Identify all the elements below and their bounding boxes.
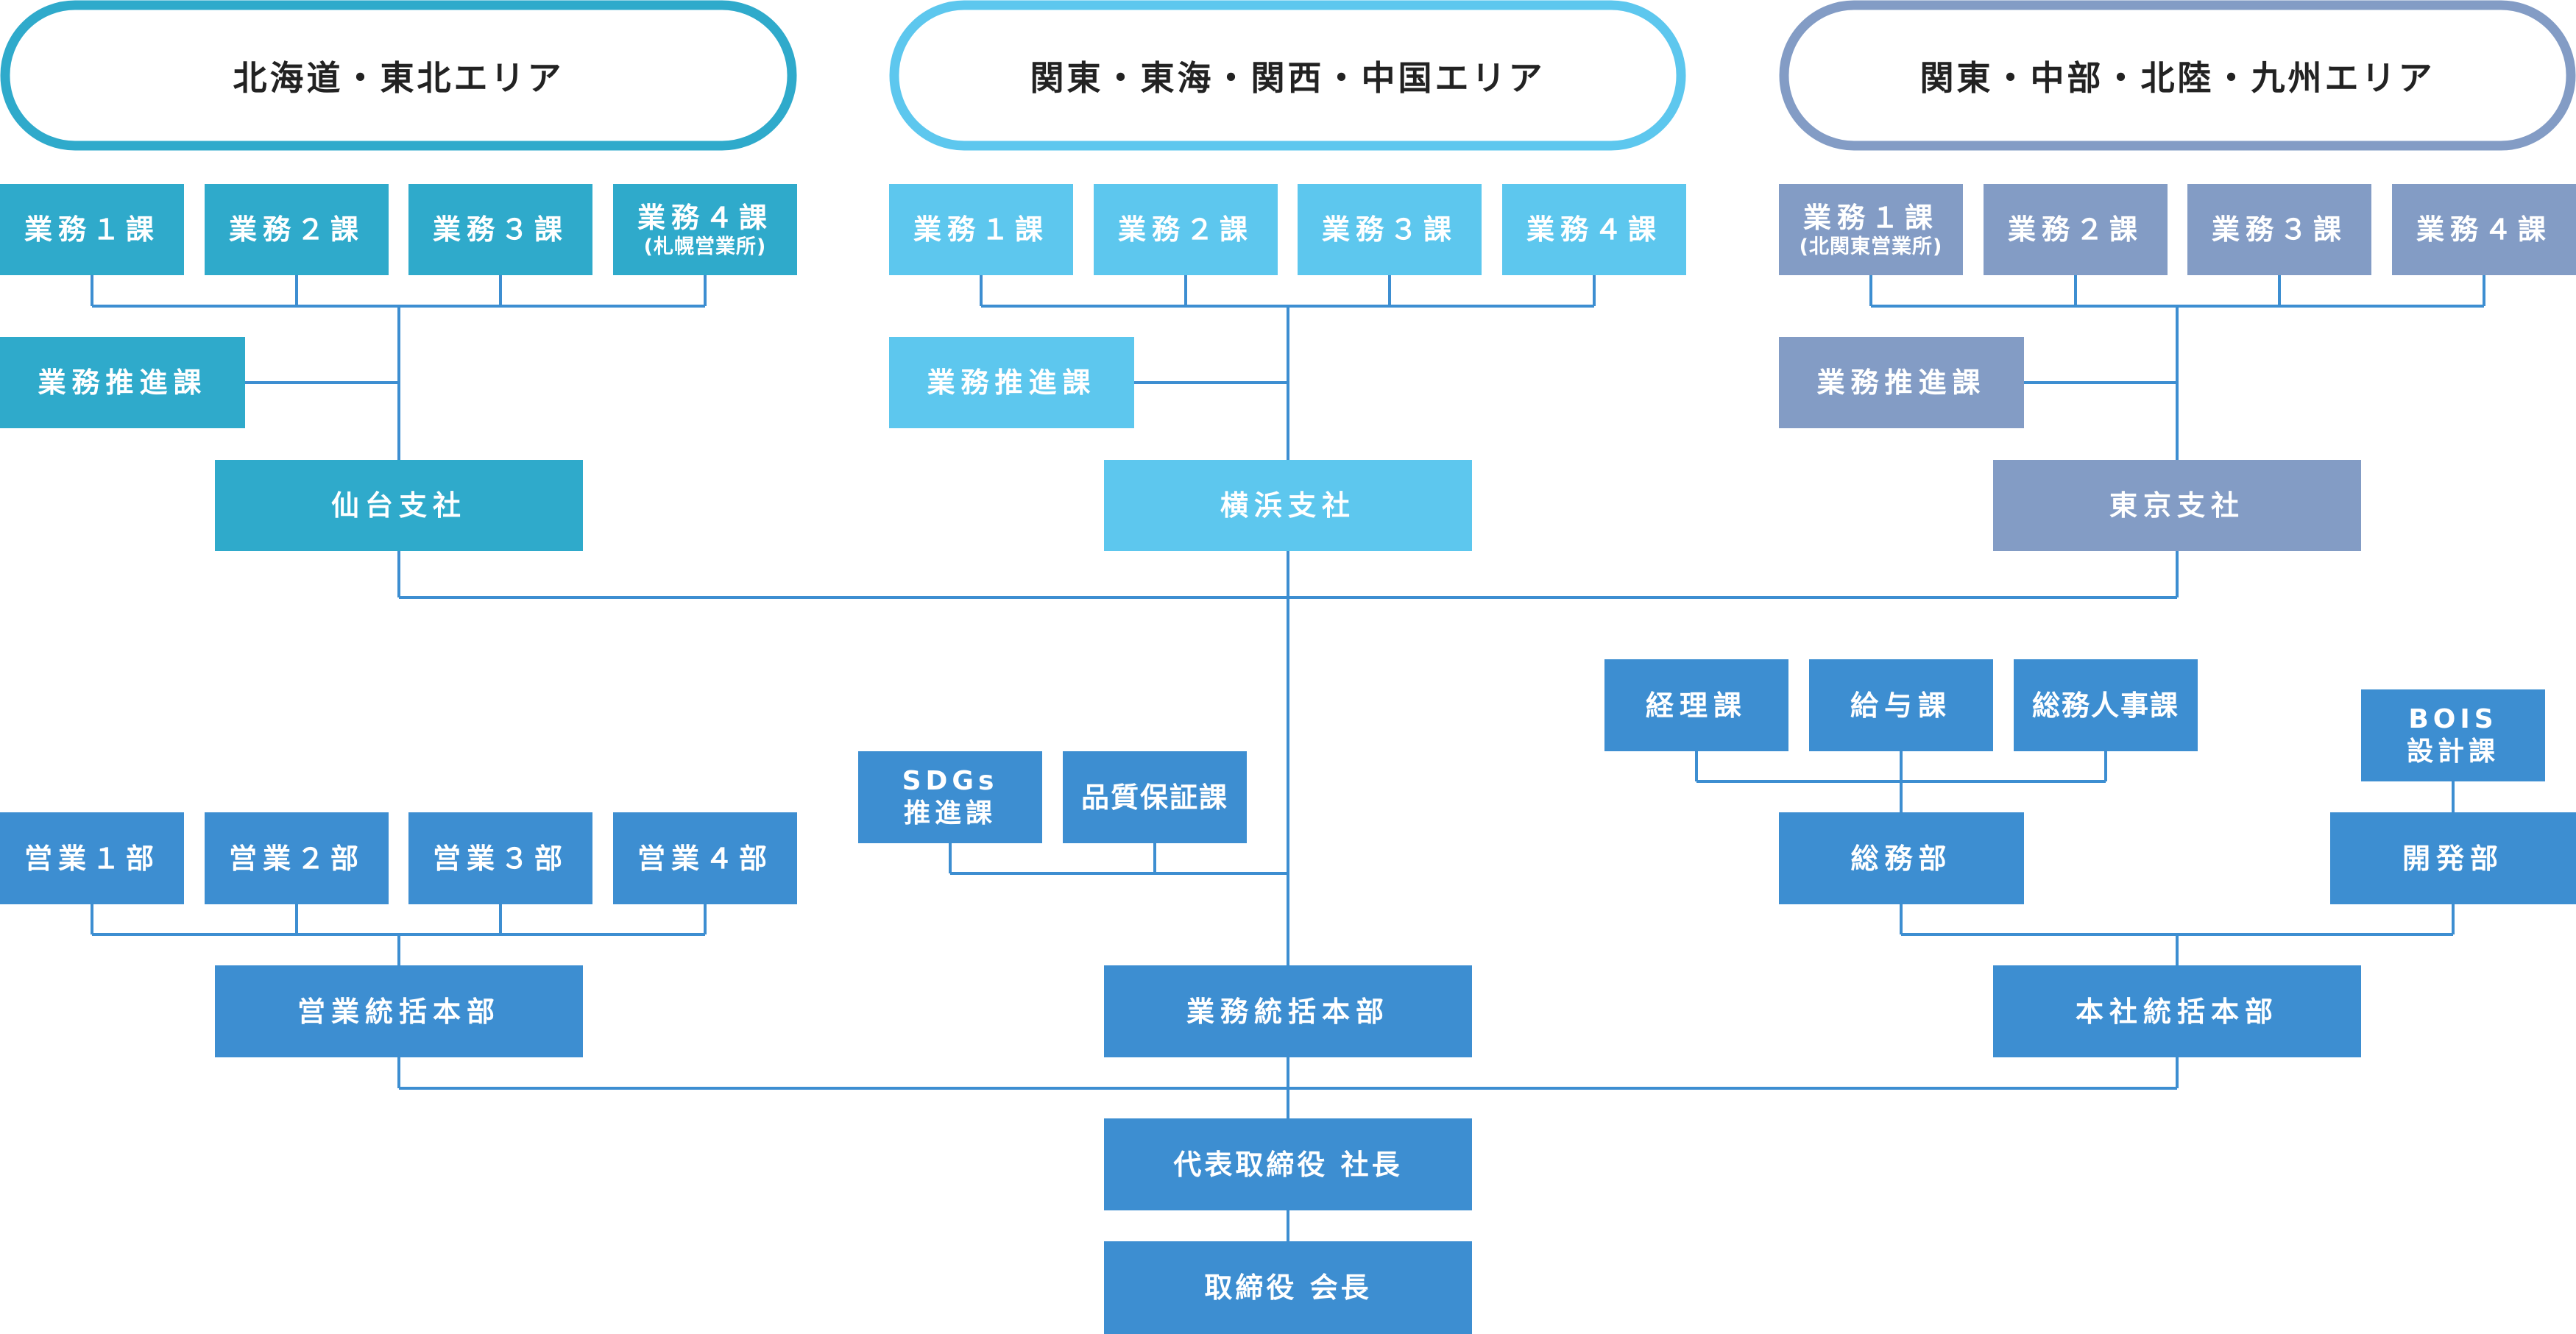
yokohama-branch: 横浜支社 bbox=[1104, 460, 1472, 551]
sendai-section-3: 業務３課 bbox=[408, 184, 592, 275]
sendai-branch: 仙台支社 bbox=[215, 460, 583, 551]
section-label-line1: BOIS bbox=[2408, 703, 2498, 734]
sales-headquarters: 営業統括本部 bbox=[215, 965, 583, 1057]
dept-label: 営業１部 bbox=[24, 842, 160, 875]
section-label: 業務３課 bbox=[1321, 213, 1457, 246]
section-label: 業務２課 bbox=[1117, 213, 1253, 246]
quality-assurance-section: 品質保証課 bbox=[1063, 751, 1247, 843]
area-pill-border-kanto-tokai bbox=[889, 0, 1686, 151]
operations-headquarters: 業務統括本部 bbox=[1104, 965, 1472, 1057]
section-label: 経理課 bbox=[1645, 689, 1747, 722]
yokohama-section-2: 業務２課 bbox=[1094, 184, 1278, 275]
hq-label: 営業統括本部 bbox=[297, 995, 500, 1028]
section-label: 業務４課 bbox=[637, 202, 773, 234]
area-hokkaido-tohoku: 北海道・東北エリア bbox=[10, 10, 787, 141]
yokohama-section-1: 業務１課 bbox=[889, 184, 1073, 275]
section-label: 業務推進課 bbox=[38, 366, 208, 399]
section-label: 業務１課 bbox=[913, 213, 1049, 246]
yokohama-promotion-section: 業務推進課 bbox=[889, 337, 1134, 428]
section-label: 業務４課 bbox=[1526, 213, 1662, 246]
dept-label: 開発部 bbox=[2402, 842, 2504, 875]
section-label: 業務推進課 bbox=[1816, 366, 1986, 399]
hq-label: 業務統括本部 bbox=[1186, 995, 1390, 1028]
tokyo-section-3: 業務３課 bbox=[2187, 184, 2371, 275]
general-affairs-dept: 総務部 bbox=[1779, 812, 2024, 904]
tokyo-section-2: 業務２課 bbox=[1984, 184, 2168, 275]
dept-label: 営業２部 bbox=[228, 842, 364, 875]
section-label: 業務１課 bbox=[24, 213, 160, 246]
section-label-line1: SDGs bbox=[902, 765, 999, 796]
section-label: 給与課 bbox=[1850, 689, 1952, 722]
tokyo-promotion-section: 業務推進課 bbox=[1779, 337, 2024, 428]
chairman-box: 取締役 会長 bbox=[1104, 1241, 1472, 1334]
branch-label: 仙台支社 bbox=[330, 489, 467, 522]
yokohama-section-4: 業務４課 bbox=[1502, 184, 1686, 275]
sales-dept-1: 営業１部 bbox=[0, 812, 184, 904]
tokyo-section-4: 業務４課 bbox=[2392, 184, 2576, 275]
section-label: 業務４課 bbox=[2416, 213, 2552, 246]
branch-label: 東京支社 bbox=[2109, 489, 2245, 522]
area-kanto-chubu-hokuriku-kyushu: 関東・中部・北陸・九州エリア bbox=[1789, 10, 2566, 141]
tokyo-branch: 東京支社 bbox=[1993, 460, 2361, 551]
area-pill-border-hokkaido bbox=[0, 0, 797, 151]
section-label: 業務推進課 bbox=[927, 366, 1097, 399]
section-label: 業務３課 bbox=[432, 213, 568, 246]
section-label-line2: 設計課 bbox=[2406, 736, 2499, 767]
sales-dept-2: 営業２部 bbox=[205, 812, 389, 904]
dept-label: 総務部 bbox=[1850, 842, 1953, 875]
sales-dept-4: 営業４部 bbox=[613, 812, 797, 904]
section-label: 総務人事課 bbox=[2031, 689, 2179, 722]
hq-label: 本社統括本部 bbox=[2075, 995, 2279, 1028]
development-dept: 開発部 bbox=[2330, 812, 2576, 904]
section-label-line2: 推進課 bbox=[903, 798, 997, 829]
sales-dept-3: 営業３部 bbox=[408, 812, 592, 904]
section-label: 品質保証課 bbox=[1080, 781, 1228, 814]
president-box: 代表取締役 社長 bbox=[1104, 1118, 1472, 1210]
sendai-section-4: 業務４課(札幌営業所) bbox=[613, 184, 797, 275]
section-label: 業務２課 bbox=[228, 213, 364, 246]
dept-label: 営業４部 bbox=[637, 842, 773, 875]
dept-label: 営業３部 bbox=[432, 842, 568, 875]
yokohama-section-3: 業務３課 bbox=[1298, 184, 1482, 275]
tokyo-section-1: 業務１課(北関東営業所) bbox=[1779, 184, 1963, 275]
section-note: (札幌営業所) bbox=[643, 235, 767, 258]
head-office-headquarters: 本社統括本部 bbox=[1993, 965, 2361, 1057]
payroll-section: 給与課 bbox=[1809, 659, 1993, 751]
area-kanto-tokai-kansai-chugoku: 関東・東海・関西・中国エリア bbox=[899, 10, 1676, 141]
section-label: 業務１課 bbox=[1802, 202, 1939, 234]
area-pill-border-kanto-chubu bbox=[1779, 0, 2576, 151]
hr-section: 総務人事課 bbox=[2014, 659, 2198, 751]
chairman-label: 取締役 会長 bbox=[1204, 1271, 1372, 1304]
sendai-promotion-section: 業務推進課 bbox=[0, 337, 245, 428]
branch-label: 横浜支社 bbox=[1220, 489, 1356, 522]
accounting-section: 経理課 bbox=[1604, 659, 1788, 751]
section-label: 業務２課 bbox=[2007, 213, 2143, 246]
section-note: (北関東営業所) bbox=[1799, 235, 1943, 258]
sendai-section-2: 業務２課 bbox=[205, 184, 389, 275]
sendai-section-1: 業務１課 bbox=[0, 184, 184, 275]
president-label: 代表取締役 社長 bbox=[1173, 1148, 1403, 1181]
section-label: 業務３課 bbox=[2211, 213, 2347, 246]
